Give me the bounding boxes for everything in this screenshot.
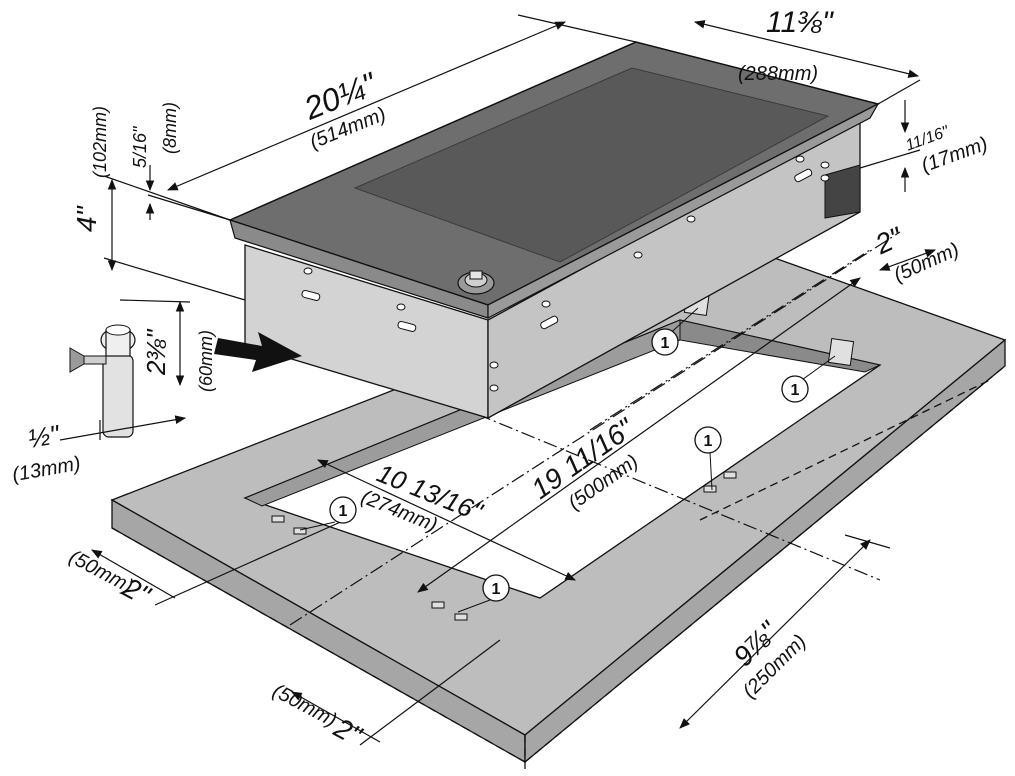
svg-text:1: 1 xyxy=(791,382,800,399)
callout-badge: 1 xyxy=(299,496,357,531)
glass-thickness-metric-label: (8mm) xyxy=(160,102,180,154)
overall-height-metric-label: (102mm) xyxy=(90,106,110,178)
svg-text:2⅜": 2⅜" xyxy=(141,328,171,376)
left-margin-label: 2" (50mm) xyxy=(65,546,155,611)
cutout-width-label: 10 13/16" (274mm) xyxy=(358,458,488,537)
overall-height-label: 4" xyxy=(71,205,102,232)
callouts: 1 1 1 1 1 xyxy=(299,307,836,613)
svg-text:(13mm): (13mm) xyxy=(11,453,83,487)
callout-badge: 1 xyxy=(457,574,510,613)
svg-text:(50mm): (50mm) xyxy=(65,546,136,598)
svg-text:½": ½" xyxy=(26,419,63,454)
clip xyxy=(293,527,307,535)
rear-clearance-label: 2" (50mm) xyxy=(870,221,963,287)
direction-arrow xyxy=(214,332,302,372)
svg-text:5/16": 5/16" xyxy=(130,125,150,168)
glass-thickness-label: 5/16" xyxy=(130,125,150,168)
clip xyxy=(454,613,468,621)
clip xyxy=(723,471,737,479)
cooktop-underside xyxy=(824,164,861,219)
hidden-edge-front xyxy=(111,527,526,763)
clip xyxy=(431,601,445,609)
callout-badge: 1 xyxy=(781,355,836,403)
valve-height-metric-label: (60mm) xyxy=(196,330,216,392)
control-knob xyxy=(457,270,495,295)
svg-text:1: 1 xyxy=(339,503,348,520)
countertop-side-edge xyxy=(524,338,1006,764)
svg-text:4": 4" xyxy=(71,205,102,232)
counter-depth-label: 9⅞" (250mm) xyxy=(727,615,810,703)
clip xyxy=(271,515,285,523)
width-label: 11⅜" (288mm) xyxy=(738,6,834,85)
length-label: 20¼" (514mm) xyxy=(298,65,389,154)
dimension-lines xyxy=(59,14,937,746)
clip xyxy=(703,485,717,493)
svg-text:(102mm): (102mm) xyxy=(90,106,110,178)
svg-text:2": 2" xyxy=(870,221,908,261)
valve-height-label: 2⅜" xyxy=(141,328,171,376)
valve-size-label: ½" (13mm) xyxy=(11,419,83,487)
svg-text:1: 1 xyxy=(492,581,501,598)
callout-badge: 1 xyxy=(694,426,722,491)
valve-handle xyxy=(69,347,85,373)
svg-text:(8mm): (8mm) xyxy=(160,102,180,154)
svg-text:1: 1 xyxy=(661,335,670,352)
gas-valve xyxy=(69,324,136,438)
valve-body xyxy=(102,354,134,438)
svg-text:11⅜": 11⅜" xyxy=(766,6,834,39)
callout-badge: 1 xyxy=(651,307,699,356)
front-margin-label: 2" (50mm) xyxy=(269,680,367,752)
rim-height-label: 11/16" (17mm) xyxy=(903,123,990,177)
svg-text:(60mm): (60mm) xyxy=(196,330,216,392)
clip xyxy=(827,338,855,366)
svg-text:(288mm): (288mm) xyxy=(738,63,818,85)
svg-text:(50mm): (50mm) xyxy=(269,680,340,732)
svg-text:1: 1 xyxy=(704,433,713,450)
